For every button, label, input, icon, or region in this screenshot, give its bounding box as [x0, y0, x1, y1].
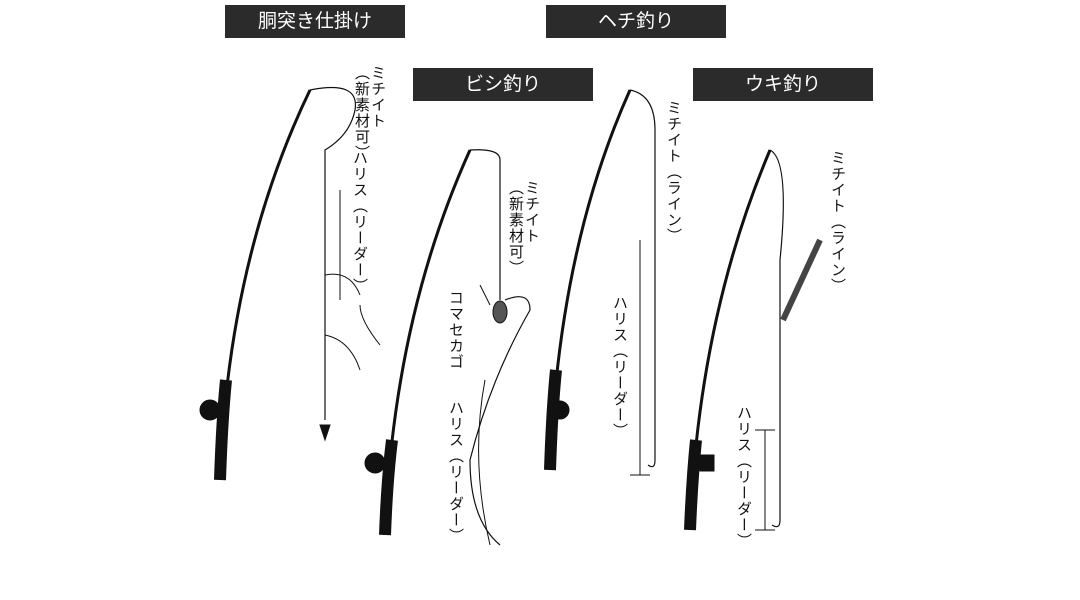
- title-hechi: ヘチ釣り: [546, 5, 726, 38]
- hechi-line-label: ミチイト（ライン）: [665, 100, 683, 244]
- title-bishi: ビシ釣り: [413, 68, 593, 101]
- rod-hechi: [544, 89, 656, 476]
- title-uki: ウキ釣り: [693, 68, 873, 101]
- dotsuki-line-note: （新素材可）: [353, 65, 371, 161]
- hechi-leader-label: ハリス（リーダー）: [611, 295, 629, 439]
- dotsuki-line-label: ミチイト: [369, 65, 387, 129]
- rod-uki: [684, 149, 823, 531]
- bishi-basket-label: コマセカゴ: [447, 290, 465, 370]
- bishi-leader-label: ハリス（リーダー）: [447, 400, 465, 544]
- dotsuki-leader-label: ハリス（リーダー）: [351, 150, 369, 294]
- bishi-line-note: （新素材可）: [507, 180, 525, 276]
- title-dotsuki: 胴突き仕掛け: [225, 5, 405, 38]
- uki-line-label: ミチイト（ライン）: [829, 150, 847, 294]
- bishi-line-label: ミチイト: [523, 180, 541, 244]
- rod-bishi: [364, 149, 531, 546]
- rod-dotsuki: [199, 86, 381, 481]
- uki-leader-label: ハリス（リーダー）: [735, 405, 753, 549]
